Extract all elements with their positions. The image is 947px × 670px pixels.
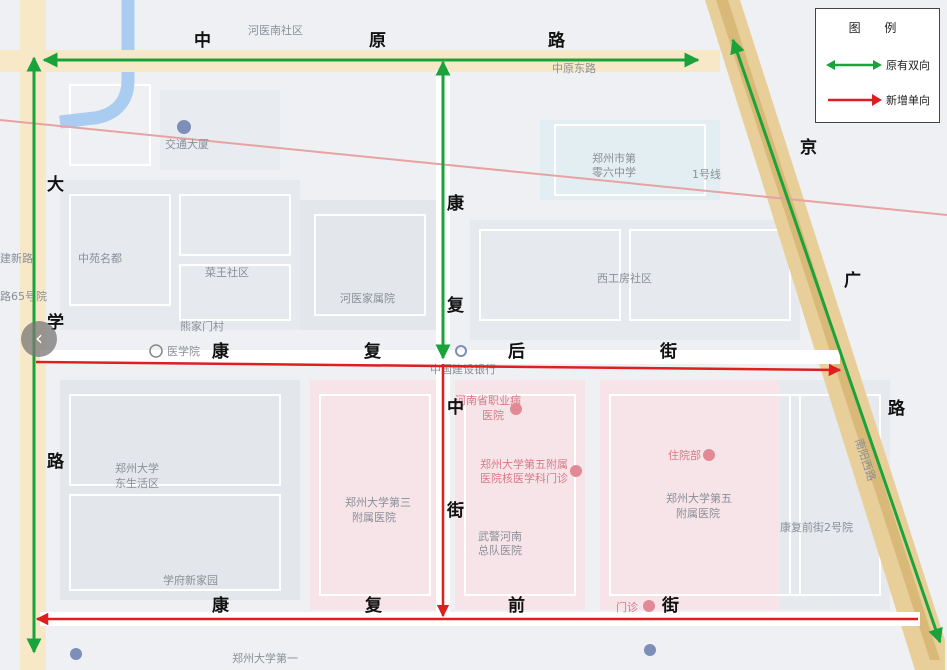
bank-icon [455,345,467,357]
place-label: 河医南社区 [248,23,303,37]
place-label: 医院 [482,408,504,422]
hospital-icon [643,600,655,612]
place-label: 附属医院 [676,506,720,520]
legend-title: 图 例 [848,21,907,35]
place-label: 中国建设银行 [430,362,496,376]
place-label: 路65号院 [0,289,47,303]
place-label: 总队医院 [478,543,522,557]
place-label: 郑州大学第五附属 [480,457,568,471]
two-way-routes [26,38,943,654]
legend-label: 新增单向 [886,94,930,107]
previous-button[interactable]: ‹ [21,321,57,357]
place-label: 郑州大学第五 [666,491,732,505]
jingguang-road-char: 广 [844,270,861,291]
road-name-labels: 中 原 路 大 学 路 康 复 中 街 康 复 后 街 康 复 前 街 京 广 … [47,30,906,616]
zhongyuan-road-char: 原 [369,31,386,51]
kangfu-qian-street-char: 街 [661,595,679,616]
place-label: 郑州大学 [115,461,159,475]
poi-pins [70,120,715,660]
kangfu-hou-street-char: 后 [508,342,525,362]
place-label: 河医家属院 [340,291,395,305]
building-icon [177,120,191,134]
kangfu-hou-street-char: 复 [363,341,382,362]
place-label: 附属医院 [352,510,396,524]
jingguang-road-char: 路 [888,398,906,419]
legend-item-two-way: 原有双向 [826,56,936,74]
daxue-road-char: 大 [47,174,64,195]
map-legend: 图 例 原有双向 新增单向 [815,8,940,123]
building-icon [70,648,82,660]
place-label: 菜王社区 [205,265,249,279]
kangfu-hou-street-char: 康 [212,341,230,362]
kangfu-road-char: 康 [447,193,465,214]
legend-label: 原有双向 [886,59,930,72]
place-label: 学府新家园 [163,573,218,587]
legend-item-one-way: 新增单向 [826,91,936,109]
place-label: 中苑名都 [78,251,122,265]
one-way-arrow-icon [828,94,882,106]
basemap-labels: 河医南社区 中原东路 交通大厦 郑州市第 零六中学 1号线 中苑名都 菜王社区 … [0,23,878,665]
place-label: 郑州大学第三 [345,495,411,509]
daxue-road-char: 路 [47,451,65,472]
place-label: 河南省职业病 [455,393,521,407]
kangfu-road-char: 复 [446,295,465,316]
zhongyuan-road-char: 路 [548,30,566,51]
kangfu-zhong-street-char: 街 [446,500,464,521]
place-label: 医院核医学科门诊 [480,471,568,485]
hospital-icon [570,465,582,477]
one-way-routes [35,360,918,626]
place-label: 郑州大学第一 [232,651,298,665]
place-label: 熊家门村 [180,319,224,333]
kangfu-qian-street-char: 复 [364,595,383,616]
place-label: 零六中学 [592,165,636,179]
place-label: 医学院 [167,344,200,358]
kangfu-qian-street-char: 康 [212,595,230,616]
hospital-icon [703,449,715,461]
place-label: 西工房社区 [597,271,652,285]
zhongyuan-road-char: 中 [194,30,211,51]
place-label: 住院部 [668,448,701,462]
place-label: 交通大厦 [165,137,209,151]
two-way-arrow-icon [826,60,882,70]
kangfu-qian-street-char: 前 [508,595,525,616]
jingguang-road-route [730,38,943,644]
hospital-icon [510,403,522,415]
place-label: 门诊 [616,600,638,614]
place-label: 武警河南 [478,529,522,543]
place-label: 建新路 [0,251,33,265]
kangfu-hou-street-char: 街 [659,341,677,362]
place-label: 东生活区 [115,476,159,490]
place-label: 郑州市第 [592,151,636,165]
kangfu-zhong-street-char: 中 [447,397,464,418]
place-label: 中原东路 [552,62,596,75]
jingguang-road-char: 京 [800,137,817,158]
place-label: 1号线 [692,167,721,181]
kangfu-hou-street-route [35,360,842,377]
building-icon [644,644,656,656]
metro-icon [149,344,163,358]
place-label: 康复前街2号院 [780,520,853,534]
